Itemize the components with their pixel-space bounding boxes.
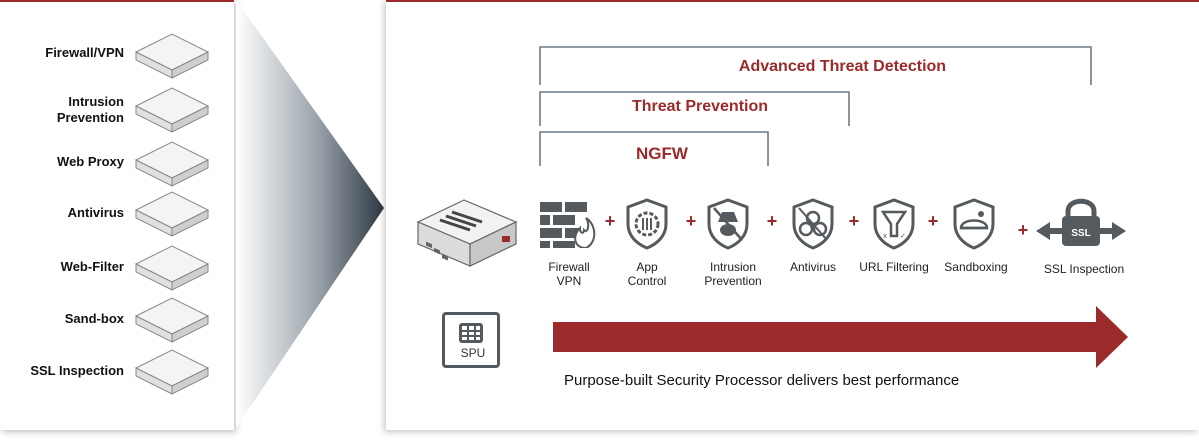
appliance-icon [134,349,210,395]
ssl-inspection-icon: SSL [1036,198,1126,246]
plus-sign: + [927,211,939,231]
threat-prevention-bracket [539,91,850,126]
plus-sign: + [604,211,616,231]
device-label-sandbox: Sand-box [64,311,124,326]
spu-chip [442,312,500,368]
performance-caption: Purpose-built Security Processor deliver… [564,372,960,389]
feature-label-app-control: App Control [627,260,667,288]
appliance-icon [134,141,210,187]
advanced-threat-bracket [539,46,1092,85]
ngfw-bracket [539,131,769,166]
appliance-icon [134,245,210,291]
appliance-icon [134,33,210,79]
device-label-firewall-vpn: Firewall/VPN [45,45,124,60]
spu-label: SPU [460,346,486,360]
feature-label-ssl-inspection: SSL Inspection [1043,262,1125,276]
threat-prevention-label: Threat Prevention [631,98,769,115]
device-label-web-proxy: Web Proxy [57,154,124,169]
app-control-icon [626,198,668,250]
ngfw-label: NGFW [636,144,688,163]
feature-label-intrusion-prevention: Intrusion Prevention [704,260,762,288]
intrusion-prevention-icon [707,198,749,250]
ssl-lock-text: SSL [1071,228,1090,239]
appliance-icon [134,297,210,343]
advanced-threat-detection-label: Advanced Threat Detection [738,58,947,75]
svg-text:x: x [883,232,887,240]
antivirus-icon [792,198,834,250]
sandboxing-icon [953,198,995,250]
device-label-intrusion-prevention: Intrusion Prevention [56,94,124,125]
consolidation-funnel [236,0,384,428]
url-filtering-icon: x ✓ [873,198,915,250]
feature-label-sandboxing: Sandboxing [944,260,1008,274]
legacy-devices-panel: Firewall/VPN Intrusion Prevention Web Pr… [0,0,234,430]
device-label-antivirus: Antivirus [67,205,124,220]
plus-sign: + [685,211,697,231]
performance-arrow [553,306,1128,368]
plus-sign: + [766,211,778,231]
feature-label-antivirus: Antivirus [789,260,836,274]
feature-label-firewall-vpn: Firewall VPN [548,260,590,288]
spu-chip-icon [459,323,483,343]
device-label-ssl-inspection: SSL Inspection [30,363,124,378]
appliance-icon [134,191,210,237]
plus-sign: + [848,211,860,231]
coverage-brackets [539,46,1092,166]
appliance-icon [134,87,210,133]
fortigate-appliance-icon [416,199,518,267]
svg-text:✓: ✓ [900,232,906,240]
feature-label-url-filtering: URL Filtering [859,260,929,274]
plus-sign: + [1017,220,1029,240]
firewall-icon [540,202,596,248]
device-label-web-filter: Web-Filter [60,259,124,274]
